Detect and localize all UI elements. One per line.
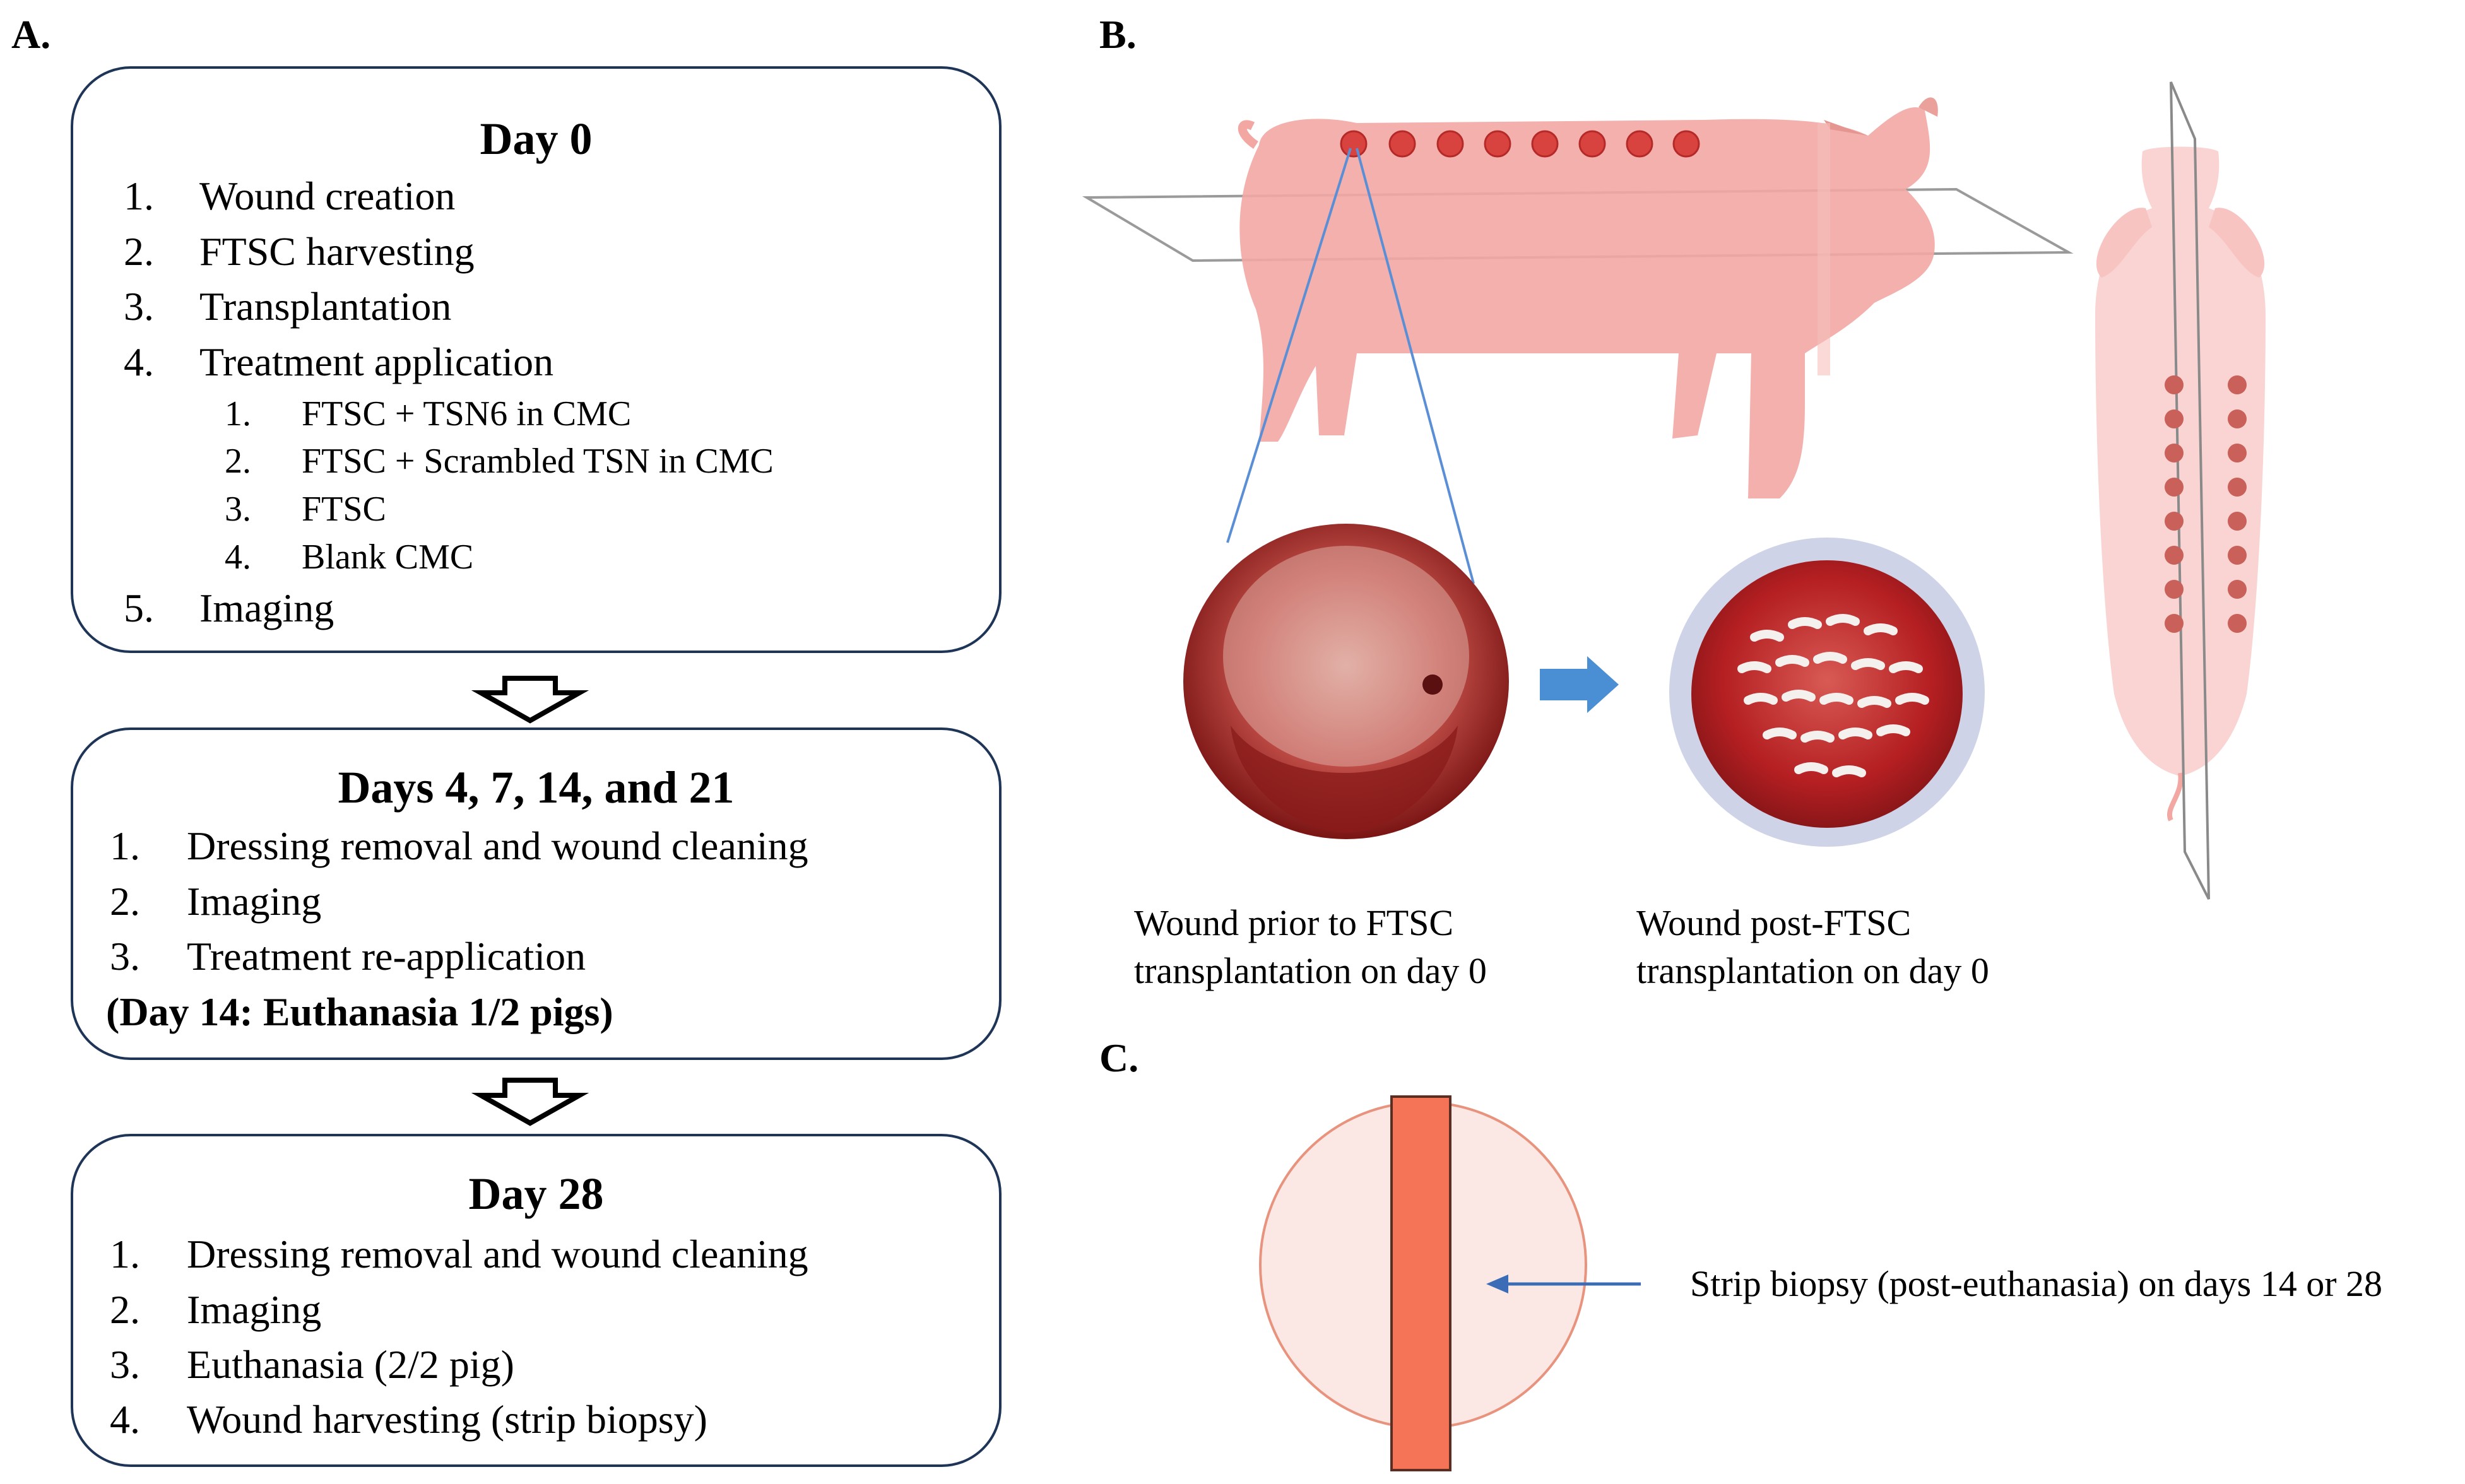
pig-side-view [1238,97,1938,498]
days-4-7-14-21-title: Days 4, 7, 14, and 21 [338,762,735,813]
caption-strip-biopsy: Strip biopsy (post-euthanasia) on days 1… [1690,1263,2383,1304]
day28-title: Day 28 [468,1169,604,1219]
down-arrow-2 [471,1078,589,1126]
zoom-line-left [1226,148,1352,543]
day0-title: Day 0 [480,114,593,164]
day28-box: Day 28 1. Dressing removal and wound cle… [71,1134,1002,1467]
day0-box: Day 0 1. Wound creation 2. FTSC harvesti… [71,66,1002,653]
panel-label-c: C. [1099,1035,1139,1080]
pig-top-view [2095,146,2266,822]
wound-photo-pre [1183,524,1509,839]
days-4-7-14-21-box: Days 4, 7, 14, and 21 1. Dressing remova… [71,727,1002,1060]
wound-photo-post [1669,538,1985,847]
transplant-arrow [1540,656,1619,713]
wound-sites-side [1340,130,1700,158]
biopsy-strip [1390,1095,1451,1471]
biopsy-pointer-head [1486,1275,1508,1293]
wound-sites-top [2165,375,2247,633]
panel-label-a: A. [11,12,51,57]
caption-post-transplant: Wound post-FTSC transplantation on day 0 [1636,902,1989,991]
zoom-line-right [1356,148,1475,584]
panel-label-b: B. [1099,12,1137,57]
caption-pre-transplant: Wound prior to FTSC transplantation on d… [1134,902,1487,991]
euthanasia-note: (Day 14: Euthanasia 1/2 pigs) [106,989,613,1034]
down-arrow-1 [471,676,589,724]
